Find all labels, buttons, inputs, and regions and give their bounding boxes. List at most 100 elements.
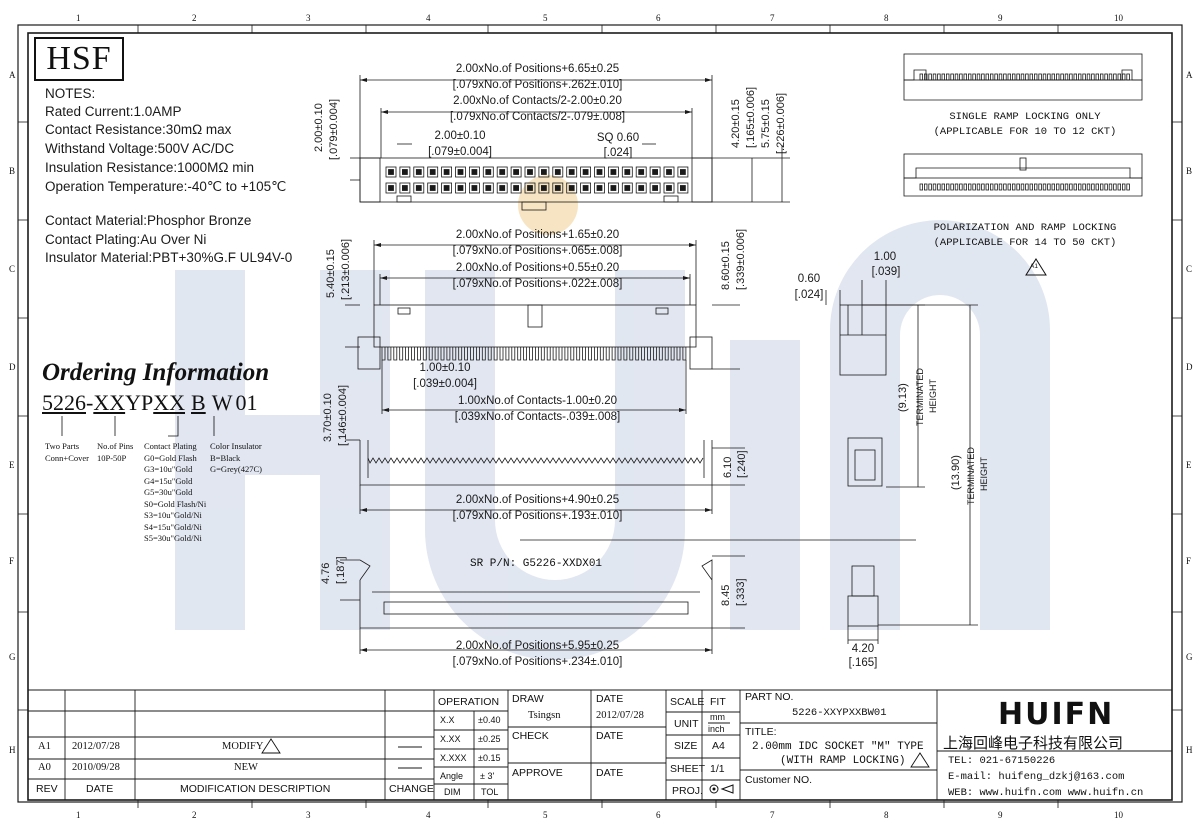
grid-col-6: 6 bbox=[656, 13, 661, 23]
order-plating-1: G0=Gold Flash bbox=[144, 452, 197, 463]
pin-cell bbox=[510, 182, 522, 194]
profile-tooth bbox=[1034, 183, 1038, 191]
profile-tooth bbox=[959, 183, 963, 191]
check-label: CHECK bbox=[512, 730, 549, 742]
front-tooth bbox=[570, 347, 575, 361]
front-tooth bbox=[493, 347, 498, 361]
front-tooth bbox=[387, 347, 392, 361]
profile-tooth bbox=[981, 73, 985, 81]
profile-tooth bbox=[1086, 73, 1091, 81]
note-line-5: Operation Temperature:-40℃ to +105℃ bbox=[45, 179, 287, 194]
profile-tooth bbox=[1100, 73, 1104, 81]
tol-label-4: Angle bbox=[440, 771, 464, 781]
dim-side-060-inch: [.024] bbox=[794, 289, 824, 301]
pin-cell bbox=[385, 166, 397, 178]
tol-value-3: ±0.15 bbox=[478, 753, 501, 763]
profile-tooth bbox=[1122, 183, 1126, 191]
projection-symbol-icon bbox=[709, 784, 734, 794]
check-date-label: DATE bbox=[596, 730, 624, 742]
operation-label: OPERATION bbox=[438, 696, 500, 708]
grid-row-a-right: A bbox=[1186, 70, 1193, 80]
profile-tooth bbox=[990, 73, 994, 81]
pin-cell bbox=[455, 182, 466, 194]
revision-triangle-label: A1 bbox=[1030, 263, 1038, 270]
order-color-2: G=Grey(427C) bbox=[210, 464, 263, 474]
profile-tooth bbox=[1029, 183, 1033, 191]
front-tooth bbox=[582, 347, 586, 361]
profile-tooth bbox=[1025, 183, 1029, 191]
pin-contact bbox=[401, 185, 408, 191]
pin-contact bbox=[541, 169, 547, 175]
draw-date: 2012/07/28 bbox=[596, 710, 644, 721]
profile-tooth bbox=[1091, 73, 1095, 81]
front-tooth bbox=[517, 347, 522, 361]
dim-pitch2: 1.00±0.10 bbox=[419, 362, 471, 374]
header-rev: REV bbox=[36, 783, 58, 795]
approve-label: APPROVE bbox=[512, 767, 563, 779]
grid-col-10-bottom: 10 bbox=[1114, 810, 1123, 820]
code-series: 5226 bbox=[42, 390, 86, 415]
front-tooth bbox=[481, 347, 486, 361]
title-line-1: 2.00mm IDC SOCKET "M" TYPE bbox=[752, 741, 924, 753]
profile-tooth bbox=[985, 183, 989, 191]
profile-tooth bbox=[1003, 183, 1007, 191]
dim-side-420-inch: [.165] bbox=[848, 657, 878, 669]
rev-row-2-desc: NEW bbox=[234, 762, 258, 773]
grid-row-c-right: C bbox=[1186, 264, 1193, 274]
pin-contact bbox=[666, 185, 672, 191]
company-name-cn: 上海回峰电子科技有限公司 bbox=[943, 734, 1124, 752]
grid-col-5-bottom: 5 bbox=[543, 810, 548, 820]
material-line-2: Contact Plating:Au Over Ni bbox=[45, 232, 207, 247]
dim-mid2-inch: [.079xNo.of Positions+.022±.008] bbox=[452, 278, 623, 290]
order-group-2-title: No.of Pins bbox=[97, 441, 134, 451]
dim-side-100: 1.00 bbox=[873, 251, 897, 263]
front-tooth bbox=[576, 347, 581, 361]
pin-contact bbox=[554, 169, 561, 175]
profile-tooth bbox=[1104, 183, 1108, 191]
profile-tooth bbox=[932, 73, 937, 81]
front-tooth bbox=[428, 347, 433, 361]
grid-row-e-right: E bbox=[1186, 460, 1192, 470]
profile-tooth bbox=[1108, 73, 1113, 81]
tol-value-1: ±0.40 bbox=[478, 715, 501, 725]
profile-tooth bbox=[1095, 73, 1099, 81]
order-plating-8: S5=30u"Gold/Ni bbox=[144, 533, 202, 543]
order-color-1: B=Black bbox=[210, 452, 241, 463]
order-group-3-title: Contact Plating bbox=[144, 441, 197, 451]
front-tooth bbox=[535, 347, 539, 361]
note-line-2: Contact Resistance:30mΩ max bbox=[45, 122, 232, 137]
pin-cell bbox=[608, 182, 619, 194]
pin-contact bbox=[388, 185, 394, 191]
pin-contact bbox=[415, 185, 422, 191]
grid-row-h-right: H bbox=[1186, 745, 1193, 755]
profile-tooth bbox=[1012, 73, 1016, 81]
profile-tooth bbox=[968, 183, 972, 191]
pin-contact bbox=[624, 185, 631, 191]
pin-cell bbox=[594, 182, 605, 194]
profile-tooth bbox=[919, 73, 923, 81]
dim-sq: SQ 0.60 bbox=[596, 132, 640, 144]
draw-label: DRAW bbox=[512, 693, 544, 705]
profile-tooth bbox=[937, 183, 941, 191]
front-tooth bbox=[487, 347, 492, 361]
pin-contact bbox=[443, 185, 450, 191]
grid-col-8-bottom: 8 bbox=[884, 810, 889, 820]
header-change: CHANGE bbox=[389, 783, 434, 795]
grid-row-f-right: F bbox=[1186, 556, 1192, 566]
front-tooth bbox=[611, 347, 616, 361]
code-dash: - bbox=[86, 390, 94, 415]
company-email: E-mail: huifeng_dzkj@163.com bbox=[948, 771, 1125, 783]
order-plating-2: G3=10u"Gold bbox=[144, 464, 193, 474]
order-group-4-title: Color Insulator bbox=[210, 441, 262, 451]
caption-polar-1: POLARIZATION AND RAMP LOCKING bbox=[933, 222, 1117, 234]
dim-top-overall-inch: [.079xNo.of Positions+.262±.010] bbox=[452, 79, 623, 91]
pin-cell bbox=[524, 182, 536, 194]
front-tooth bbox=[617, 347, 622, 361]
pin-contact bbox=[513, 185, 519, 191]
profile-tooth bbox=[1016, 183, 1020, 191]
profile-tooth bbox=[1086, 183, 1091, 191]
profile-tooth bbox=[976, 73, 981, 81]
profile-tooth bbox=[1047, 73, 1051, 81]
order-plating-6: S3=10u"Gold/Ni bbox=[144, 510, 202, 520]
